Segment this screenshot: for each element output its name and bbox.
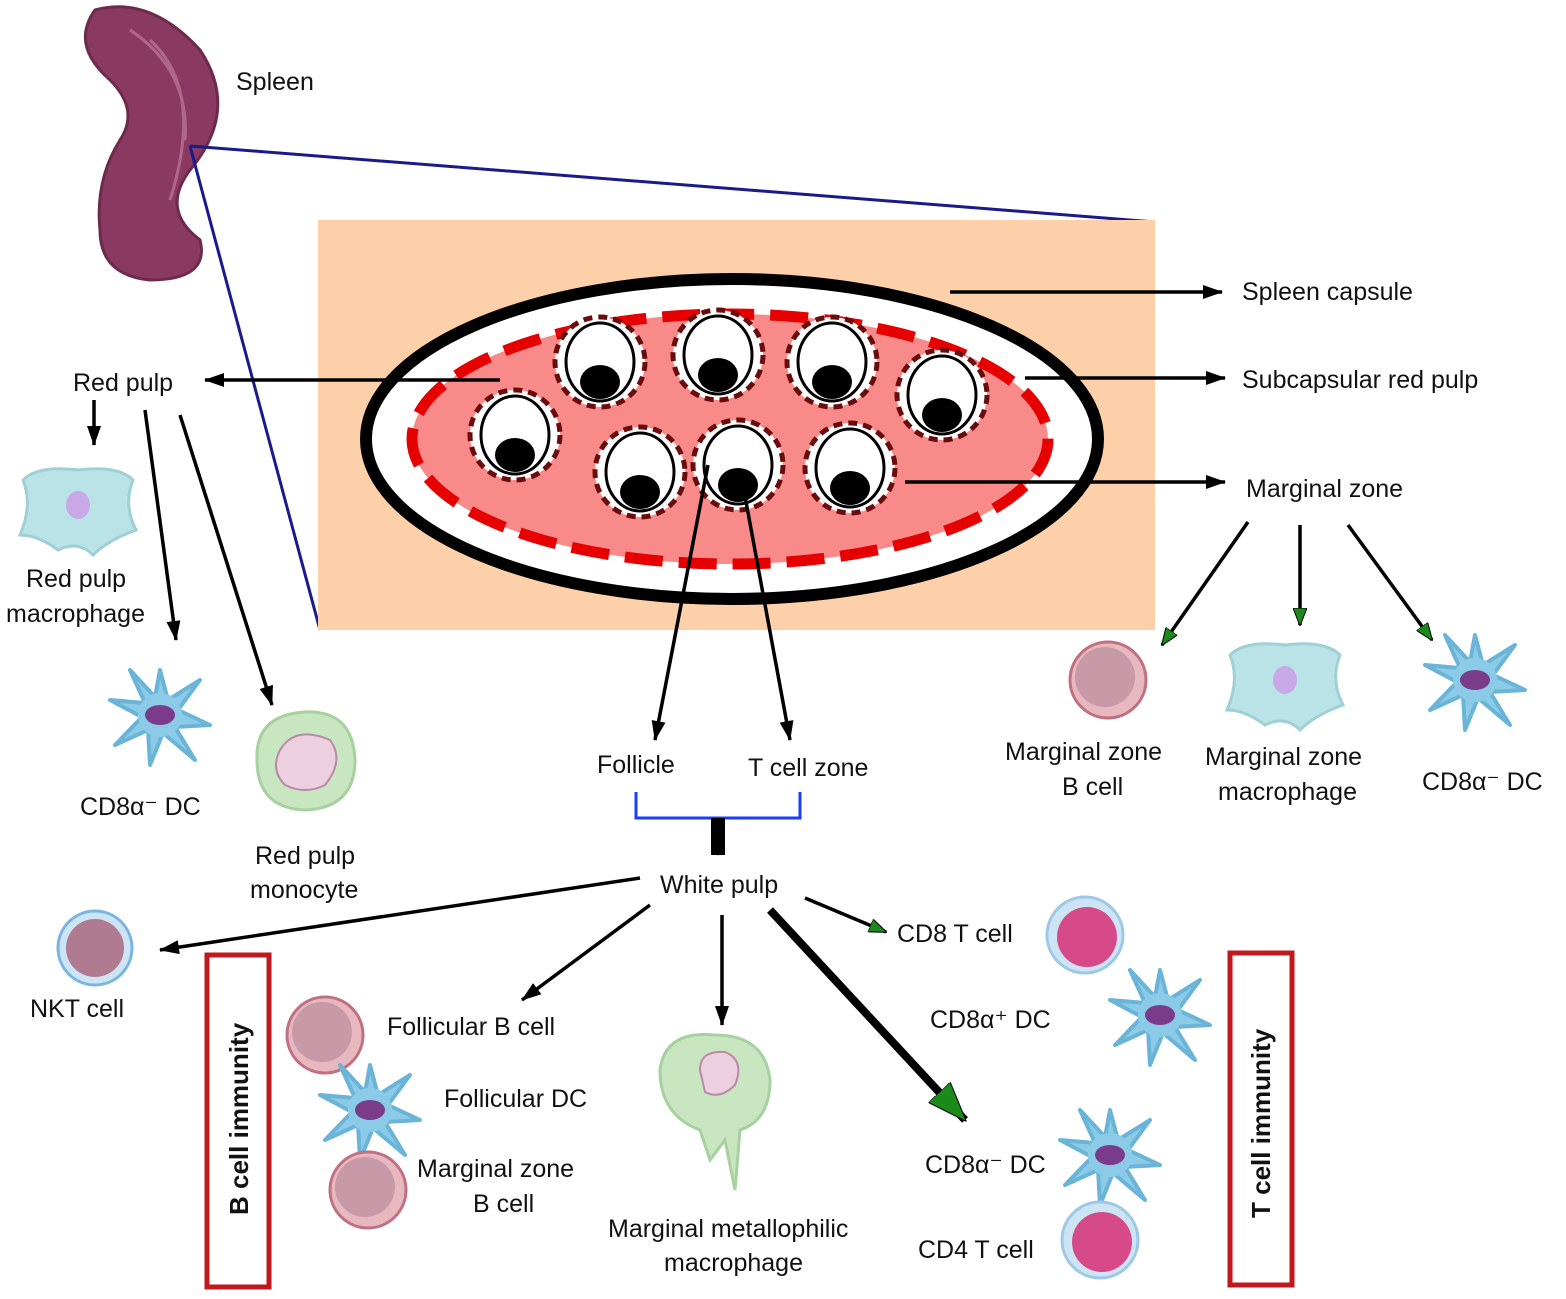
mz-b-cell-icon [1068, 640, 1148, 720]
mz-b-cell-label-2: B cell [1062, 773, 1123, 801]
red-pulp-macrophage-label-2: macrophage [6, 600, 145, 628]
b-cell-immunity-label: B cell immunity [224, 1022, 254, 1215]
nkt-cell-icon [56, 909, 134, 987]
zoom-line-top [189, 144, 1156, 224]
red-pulp-label: Red pulp [73, 369, 173, 397]
t-cell-immunity-box [1227, 950, 1295, 1288]
wp-mz-b-cell-label: Marginal zone [417, 1155, 574, 1183]
marginal-zone-label: Marginal zone [1246, 475, 1403, 503]
cd8a-neg-dc-wp-icon [1058, 1108, 1162, 1207]
cd8a-pos-dc-label: CD8α⁺ DC [930, 1006, 1051, 1034]
mz-b-cell-label: Marginal zone [1005, 738, 1162, 766]
marginal-metallophilic-macrophage-icon [658, 1032, 772, 1191]
cd4-t-cell-label: CD4 T cell [918, 1236, 1034, 1264]
mmm-label-2: macrophage [664, 1249, 803, 1277]
spleen-organ-icon [83, 5, 220, 282]
follicular-b-cell-icon [285, 995, 365, 1075]
cd8a-neg-dc-left-label: CD8α⁻ DC [80, 793, 201, 821]
nkt-cell-label: NKT cell [30, 995, 124, 1023]
mz-macrophage-label-2: macrophage [1218, 778, 1357, 806]
wp-mz-b-cell-icon [328, 1150, 408, 1230]
cd8-t-cell-icon [1045, 895, 1125, 975]
cd8-t-cell-label: CD8 T cell [897, 920, 1013, 948]
spleen-capsule-label: Spleen capsule [1242, 278, 1413, 306]
cd8a-pos-dc-icon [1108, 968, 1212, 1067]
bracket [634, 792, 802, 820]
mz-macrophage-label: Marginal zone [1205, 743, 1362, 771]
red-pulp-monocyte-label: Red pulp [255, 842, 355, 870]
follicular-b-cell-label: Follicular B cell [387, 1013, 555, 1041]
t-cell-zone-label: T cell zone [748, 754, 868, 782]
red-pulp-macrophage-icon [18, 467, 138, 557]
red-pulp-macrophage-label: Red pulp [26, 565, 126, 593]
wp-mz-b-cell-label-2: B cell [473, 1190, 534, 1218]
follicular-dc-label: Follicular DC [444, 1085, 587, 1113]
follicle-label: Follicle [597, 751, 675, 779]
white-pulp-label: White pulp [660, 871, 778, 899]
cd8a-neg-dc-icon [108, 668, 212, 767]
b-cell-immunity-box [204, 952, 272, 1290]
subcapsular-red-pulp-label: Subcapsular red pulp [1242, 366, 1478, 394]
t-cell-immunity-label: T cell immunity [1246, 1028, 1276, 1218]
spleen-label: Spleen [236, 68, 314, 96]
zoom-line-left [188, 145, 322, 631]
follicular-dc-icon [318, 1063, 422, 1162]
cd8a-neg-dc-wp-label: CD8α⁻ DC [925, 1151, 1046, 1179]
mz-macrophage-icon [1225, 642, 1345, 732]
red-pulp-monocyte-icon [255, 710, 357, 812]
cd4-t-cell-icon [1060, 1200, 1140, 1280]
cd8a-neg-dc-right-icon [1423, 633, 1527, 732]
red-pulp-monocyte-label-2: monocyte [250, 876, 358, 904]
mmm-label: Marginal metallophilic [608, 1215, 848, 1243]
cd8a-neg-dc-right-label: CD8α⁻ DC [1422, 768, 1543, 796]
